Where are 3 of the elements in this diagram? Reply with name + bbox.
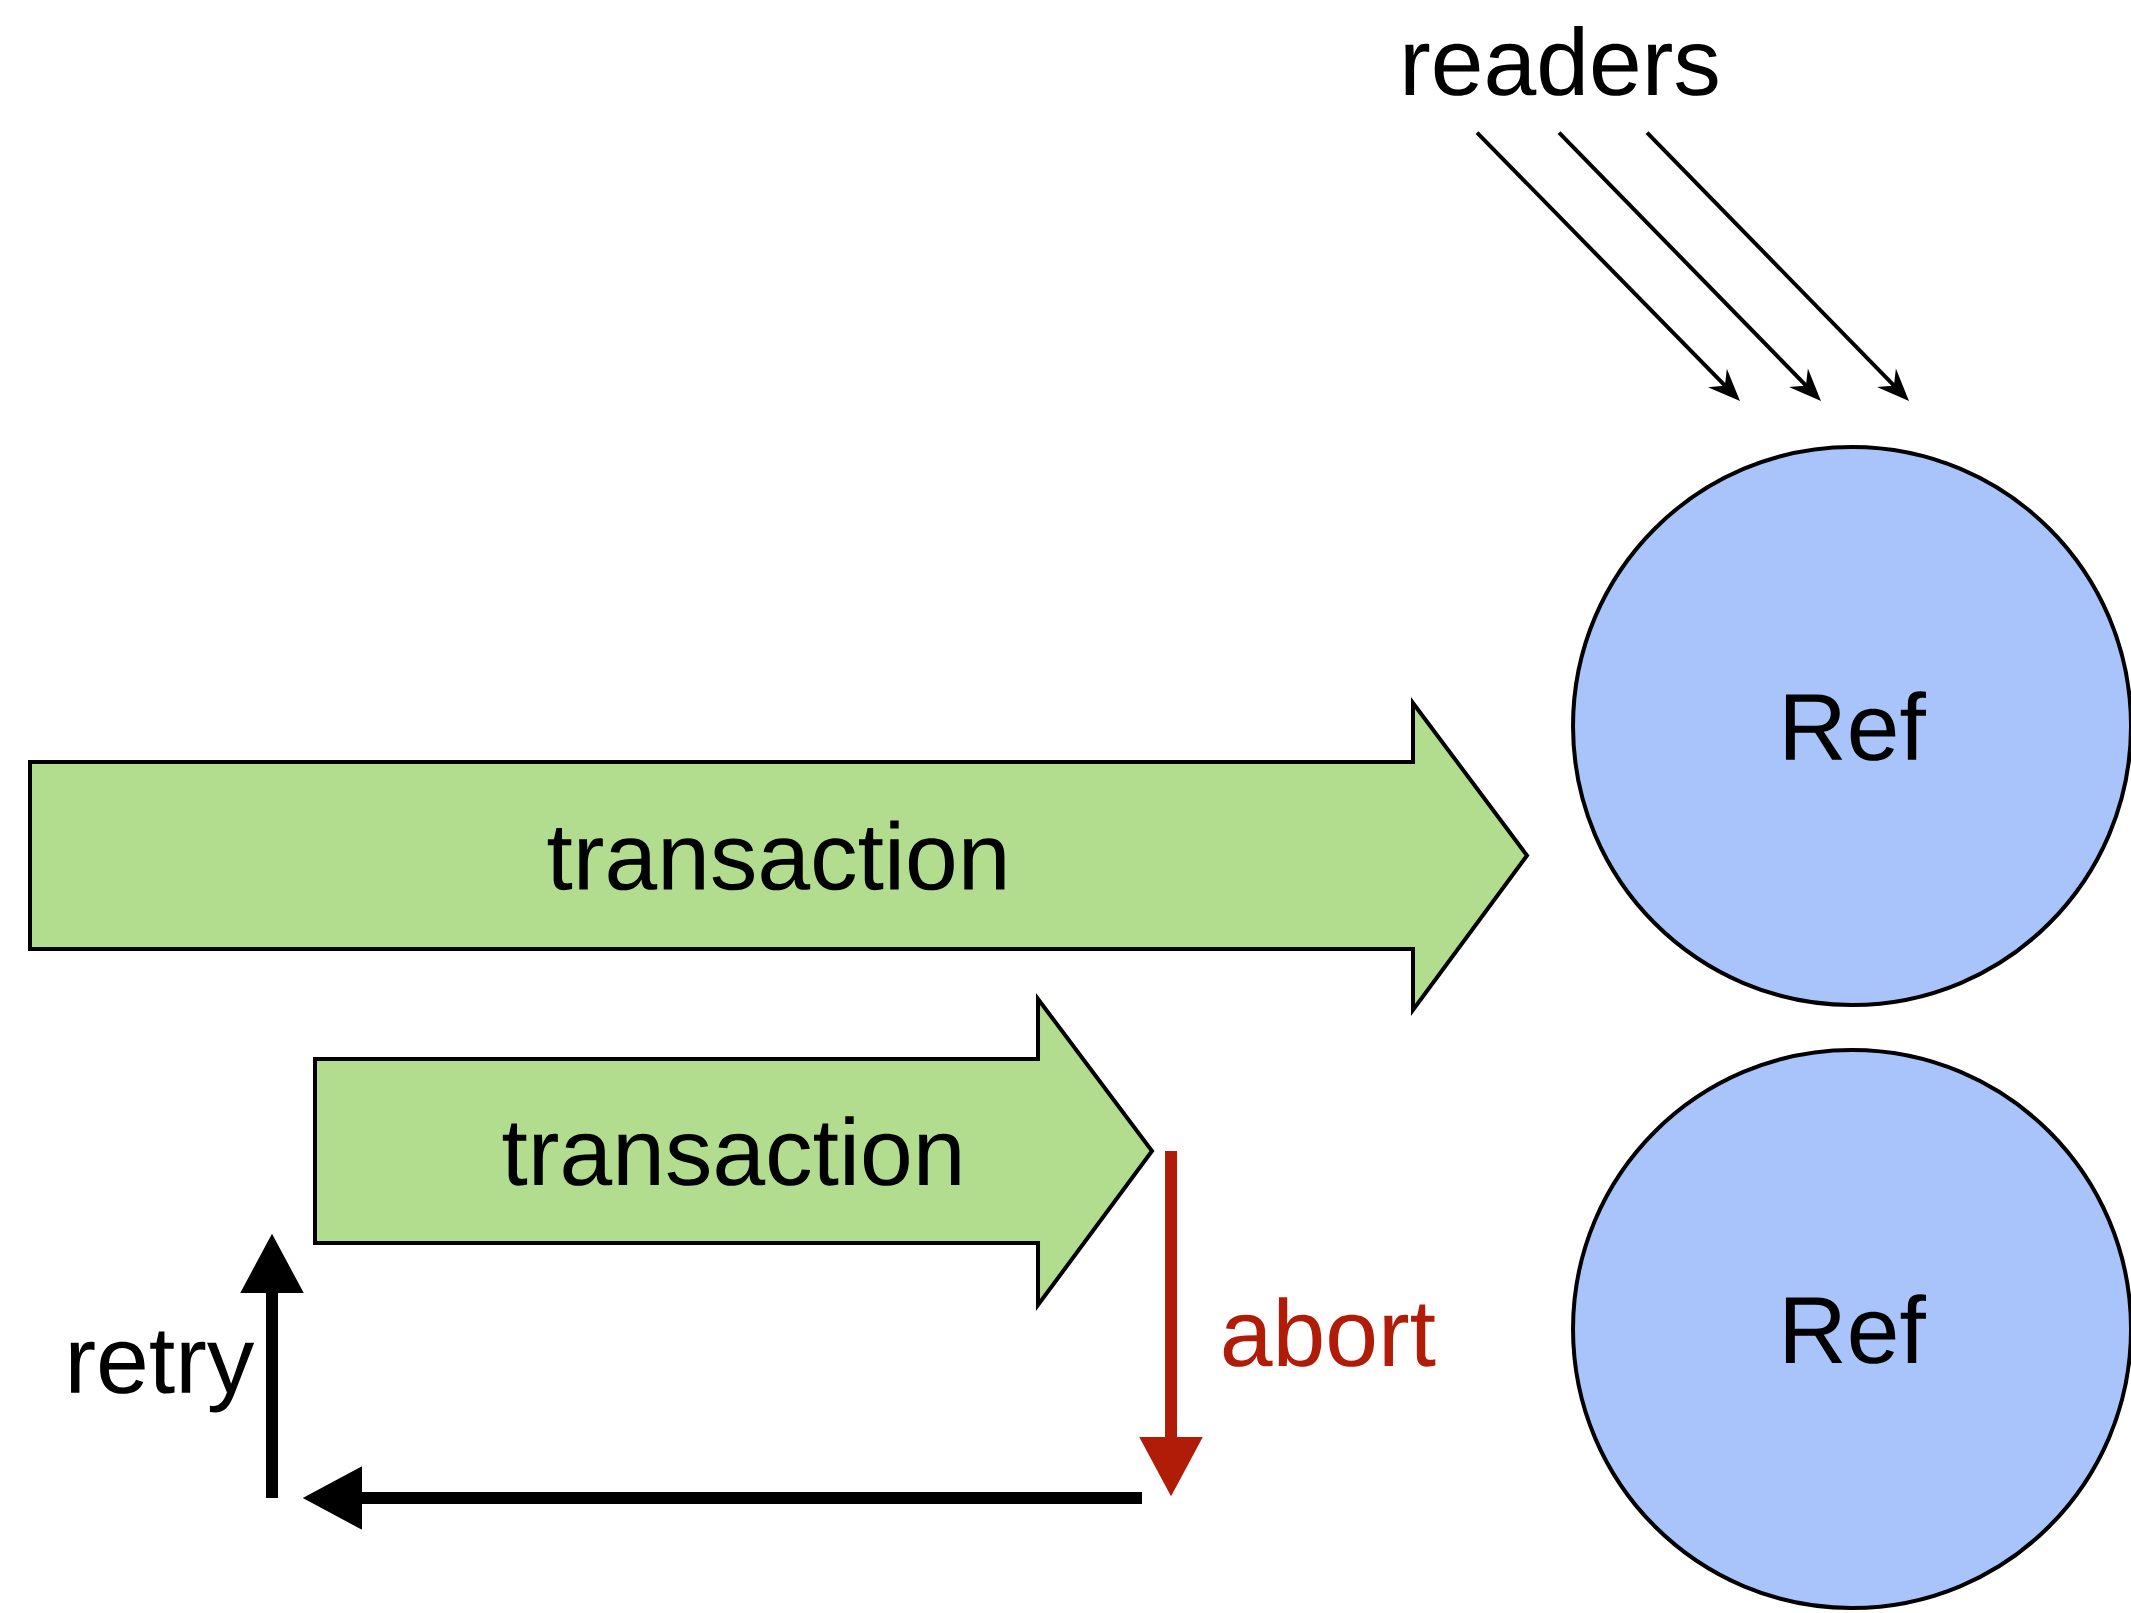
retry-label: retry xyxy=(70,1331,255,1413)
readers-label: readers xyxy=(1405,26,1718,96)
edge-label: abort xyxy=(1223,1297,1436,1367)
